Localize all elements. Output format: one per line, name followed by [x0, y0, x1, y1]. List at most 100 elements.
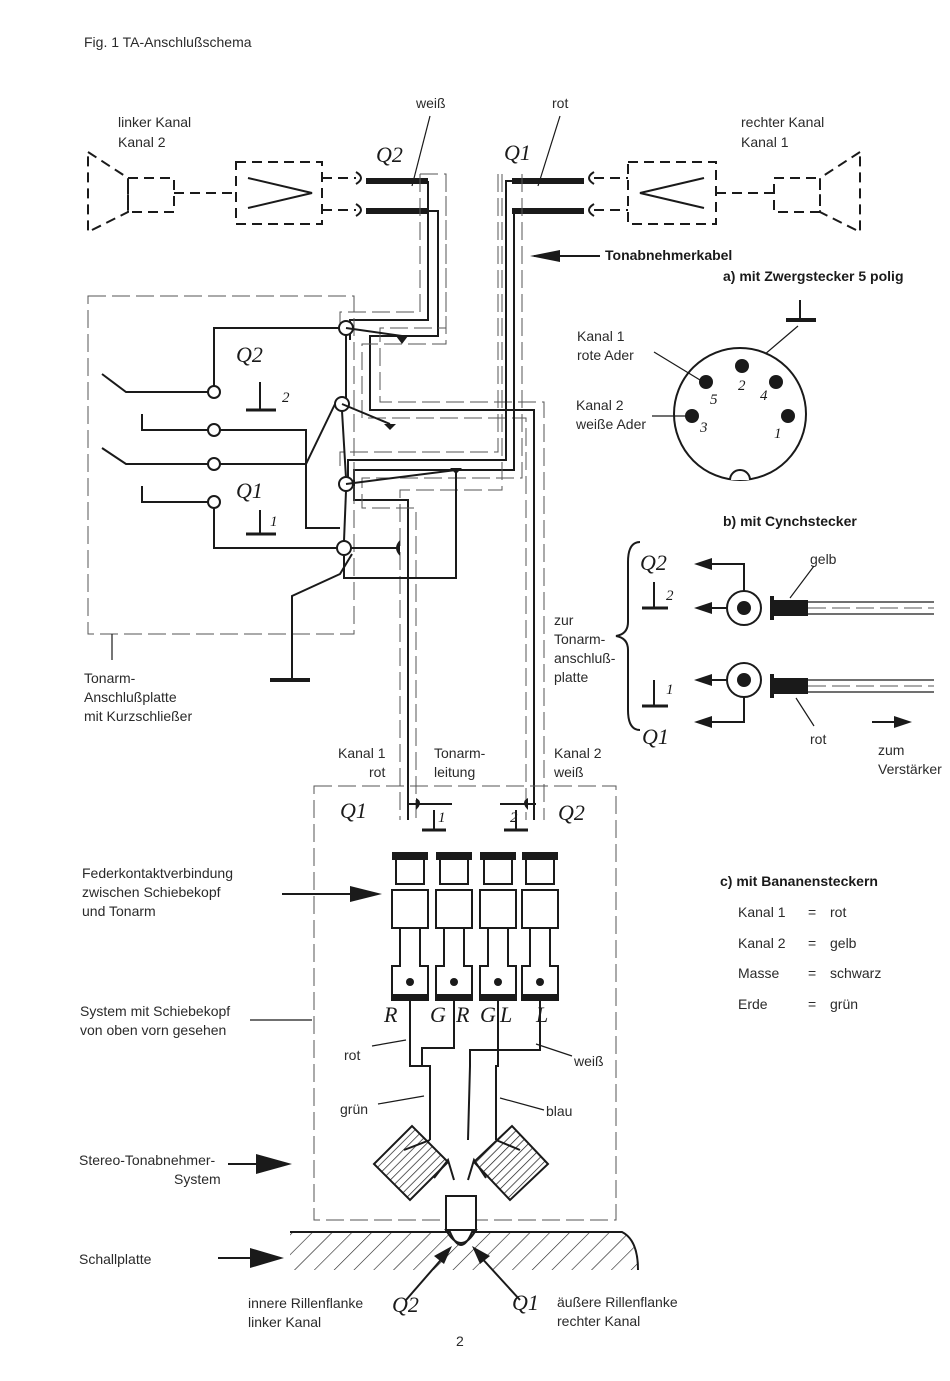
kanal1-label-2: rot	[369, 764, 385, 780]
kanal2-label-1: Kanal 2	[554, 745, 602, 761]
page-number: 2	[456, 1333, 464, 1349]
plate-caption-3: mit Kurzschließer	[84, 708, 192, 724]
plate-wiring	[101, 320, 462, 682]
kanal1-label-1: Kanal 1	[338, 745, 386, 761]
figure-title: Fig. 1 TA-Anschlußschema	[84, 34, 252, 50]
banana-row-name: Erde	[738, 996, 768, 1012]
cinch-ground-1-label: 1	[666, 682, 674, 698]
left-channel-label-1: linker Kanal	[118, 114, 191, 130]
stereo-cartridge-icon	[372, 1124, 550, 1244]
pin-label-l: L	[499, 1002, 512, 1027]
groove-arrows-icon	[405, 1246, 521, 1301]
wire-red-label: rot	[552, 95, 568, 111]
wire-blue-label: blau	[546, 1103, 572, 1119]
wire-white-label: weiß	[415, 95, 446, 111]
outer-flank-label-2: rechter Kanal	[557, 1313, 640, 1329]
ground-symbol-icon	[786, 300, 816, 322]
banana-row-name: Kanal 1	[738, 904, 786, 920]
to-amplifier-label-2: Verstärker	[878, 761, 942, 777]
cartridge-label-1: Stereo-Tonabnehmer-	[79, 1152, 216, 1168]
pin-label-r: R	[455, 1002, 470, 1027]
headshell-q1-label: Q1	[340, 798, 367, 823]
cinch-red-label: rot	[810, 731, 826, 747]
banana-table: Kanal 1 = rot Kanal 2 = gelb Masse = sch…	[738, 904, 881, 1012]
section-b-brace	[615, 541, 641, 731]
din-kanal1-label-1: Kanal 1	[577, 328, 625, 344]
pin-label-l: L	[535, 1002, 548, 1027]
contact-pins	[391, 852, 559, 1001]
to-plate-label-2: Tonarm-	[554, 631, 606, 647]
cinch-q1-label: Q1	[642, 724, 669, 749]
headshell-ground-2-icon	[500, 798, 536, 832]
left-speaker-icon	[87, 150, 175, 234]
banana-row-eq: =	[808, 904, 816, 920]
headshell-ground-1-label: 1	[438, 810, 446, 826]
cinch-q2-label: Q2	[640, 550, 667, 575]
banana-row-color: gelb	[830, 935, 857, 951]
banana-row-eq: =	[808, 935, 816, 951]
banana-row-color: rot	[830, 904, 846, 920]
inner-flank-label-2: linker Kanal	[248, 1314, 321, 1330]
spring-contact-label-3: und Tonarm	[82, 903, 156, 919]
cinch-yellow-label: gelb	[810, 551, 837, 567]
headshell-frame	[313, 785, 617, 1221]
cartridge-arrow-icon	[228, 1154, 292, 1174]
din-pin-3: 3	[699, 420, 708, 436]
to-amplifier-arrow-icon	[872, 716, 912, 728]
banana-row-eq: =	[808, 996, 816, 1012]
banana-row-color: schwarz	[830, 965, 881, 981]
kanal2-label-2: weiß	[553, 764, 584, 780]
system-label-2: von oben vorn gesehen	[80, 1022, 226, 1038]
cinch-ground-2-icon	[642, 582, 668, 610]
din-pin-4: 4	[760, 388, 768, 404]
cinch-ground-2-label: 2	[666, 588, 674, 604]
din-connector-icon	[673, 347, 807, 481]
right-input-jack-icon	[512, 171, 595, 217]
cinch-plug-yellow-icon	[694, 558, 934, 626]
headshell-ground-1-icon	[408, 798, 452, 832]
banana-row-eq: =	[808, 965, 816, 981]
pin-label-g: G	[430, 1002, 446, 1027]
record-surface-icon	[290, 1231, 639, 1271]
plate-ground-1-icon	[246, 510, 276, 536]
tonarm-plate-frame	[87, 295, 355, 635]
to-plate-label-4: platte	[554, 669, 588, 685]
cable-arrow-icon	[530, 250, 560, 262]
din-pin-1: 1	[774, 426, 782, 442]
section-b-title: b) mit Cynchstecker	[723, 513, 857, 529]
to-amplifier-label-1: zum	[878, 742, 904, 758]
left-input-jack-icon	[355, 171, 428, 217]
plate-ground-1-label: 1	[270, 514, 278, 530]
cartridge-label-2: System	[174, 1171, 221, 1187]
wire-red-bottom-label: rot	[344, 1047, 360, 1063]
right-channel-label-2: Kanal 1	[741, 134, 789, 150]
pin-label-r: R	[383, 1002, 398, 1027]
top-q1-label: Q1	[504, 140, 531, 165]
plate-ground-2-icon	[246, 382, 276, 412]
headshell-ground-2-label: 2	[510, 810, 518, 826]
outer-flank-label-1: äußere Rillenflanke	[557, 1294, 678, 1310]
top-q2-label: Q2	[376, 142, 403, 167]
plate-q1-label: Q1	[236, 478, 263, 503]
section-a-title: a) mit Zwergstecker 5 polig	[723, 268, 904, 284]
wire-green-label: grün	[340, 1101, 368, 1117]
right-amplifier-icon	[627, 161, 717, 225]
record-arrow-icon	[218, 1248, 284, 1268]
spring-contact-arrow-icon	[282, 886, 382, 902]
wire-white-bottom-label: weiß	[573, 1053, 604, 1069]
banana-row-name: Masse	[738, 965, 779, 981]
bottom-q1-label: Q1	[512, 1290, 539, 1315]
cinch-plug-red-icon	[694, 662, 934, 728]
plate-caption-2: Anschlußplatte	[84, 689, 177, 705]
to-plate-label-3: anschluß-	[554, 650, 616, 666]
din-kanal2-label-1: Kanal 2	[576, 397, 624, 413]
pin-label-g: G	[480, 1002, 496, 1027]
right-channel-label-1: rechter Kanal	[741, 114, 824, 130]
system-label-1: System mit Schiebekopf	[80, 1003, 230, 1019]
section-c-title: c) mit Bananensteckern	[720, 873, 878, 889]
banana-row-color: grün	[830, 996, 858, 1012]
din-pin-5: 5	[710, 392, 718, 408]
to-plate-label-1: zur	[554, 612, 574, 628]
cable-label: Tonabnehmerkabel	[605, 247, 732, 263]
